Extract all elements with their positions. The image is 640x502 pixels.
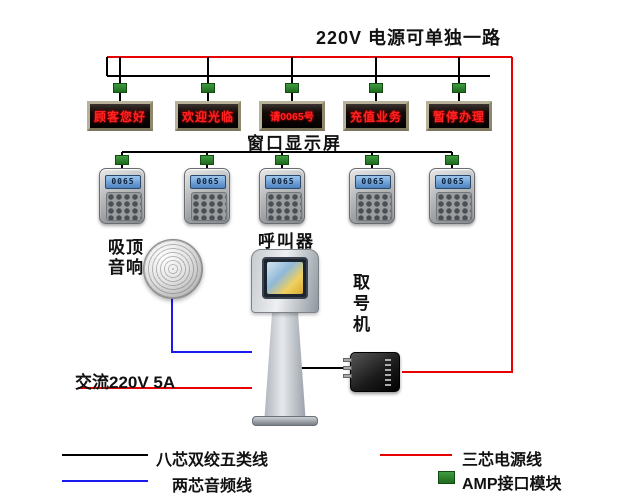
caller-keypad	[191, 192, 227, 221]
caller-device: 0065	[429, 168, 475, 224]
window-led-display: 欢迎光临	[175, 101, 241, 131]
caller-device: 0065	[349, 168, 395, 224]
kiosk-screen-image	[267, 262, 303, 294]
window-led-display: 请0065号	[259, 101, 325, 131]
led-text: 顾客您好	[93, 109, 146, 124]
amp-box-label-marks	[385, 359, 391, 387]
amp-module-icon	[275, 155, 289, 165]
caller-screen: 0065	[355, 175, 391, 189]
led-text: 请0065号	[269, 110, 315, 123]
amp-module-icon	[285, 83, 299, 93]
led-text: 欢迎光临	[181, 109, 234, 124]
legend-audio-label: 两芯音频线	[172, 478, 253, 495]
caller-keypad	[356, 192, 392, 221]
ceiling-speaker-icon	[143, 239, 203, 299]
ac-power-label: 交流220V 5A	[75, 373, 176, 392]
power-circuit-label: 220V 电源可单独一路	[316, 28, 502, 48]
caller-keypad	[436, 192, 472, 221]
speaker-audio-line	[171, 297, 252, 353]
caller-screen: 0065	[105, 175, 141, 189]
kiosk-base	[252, 416, 318, 426]
amp-module-icon	[115, 155, 129, 165]
caller-screen: 0065	[190, 175, 226, 189]
kiosk-screen	[262, 257, 308, 299]
kiosk-body	[264, 312, 306, 418]
amp-module-icon	[445, 155, 459, 165]
amp-module-icon	[365, 155, 379, 165]
amp-module-icon	[200, 155, 214, 165]
amp-module-icon	[452, 83, 466, 93]
window-led-display: 充值业务	[343, 101, 409, 131]
legend-amp-module-swatch	[438, 471, 455, 484]
amp-module-icon	[113, 83, 127, 93]
amp-box-pin	[343, 358, 352, 362]
legend-power-label: 三芯电源线	[462, 452, 543, 469]
caller-device: 0065	[99, 168, 145, 224]
kiosk-label: 取号机	[353, 273, 370, 334]
amp-box-pin	[343, 366, 352, 370]
legend-cat5-label: 八芯双绞五类线	[156, 452, 269, 469]
caller-device: 0065	[184, 168, 230, 224]
caller-screen: 0065	[435, 175, 471, 189]
legend-amp-label: AMP接口模块	[462, 476, 562, 493]
caller-keypad	[106, 192, 142, 221]
led-text: 暂停办理	[432, 109, 485, 124]
led-text: 充值业务	[349, 109, 402, 124]
amp-box-pin	[343, 374, 352, 378]
window-led-display: 暂停办理	[426, 101, 492, 131]
power-drop-to-amp-box	[402, 57, 513, 373]
amp-control-box	[350, 352, 400, 392]
amp-module-icon	[201, 83, 215, 93]
window-displays-caption: 窗口显示屏	[247, 134, 342, 153]
window-led-display: 顾客您好	[87, 101, 153, 131]
amp-module-icon	[369, 83, 383, 93]
caller-device: 0065	[259, 168, 305, 224]
caller-caption: 呼叫器	[258, 232, 315, 251]
speaker-label: 吸顶音响	[108, 238, 144, 277]
caller-screen: 0065	[265, 175, 301, 189]
caller-keypad	[266, 192, 302, 221]
